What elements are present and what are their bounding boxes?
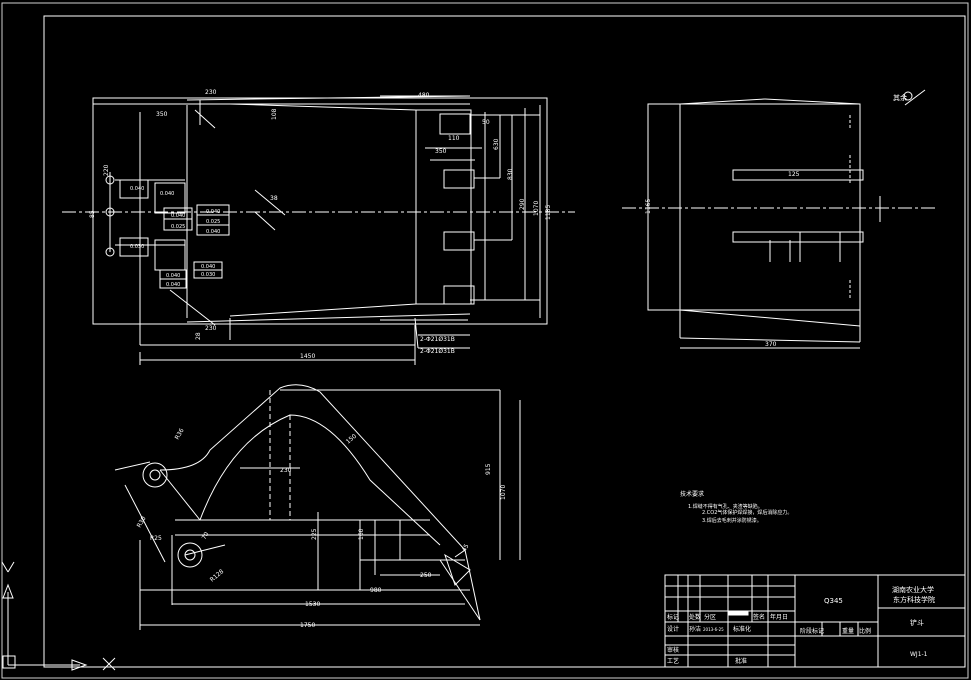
- tolerance-values: 0.040 0.025 0.040 0.040 0.025 0.040 0.03…: [130, 186, 220, 288]
- elevation-text: 1530 1750 980 250 230 915 1070 225 160 R…: [136, 427, 507, 629]
- dim-1750: 1750: [300, 622, 315, 629]
- side-view-text: 370 1165 125 其余: [645, 93, 907, 348]
- dim-1185: 1185: [545, 205, 552, 220]
- part-name: 铲斗: [910, 618, 924, 627]
- tol-value: 0.040: [201, 264, 215, 270]
- dim-480: 480: [418, 92, 430, 99]
- dim-R30: R30: [136, 515, 148, 529]
- dim-830: 830: [507, 168, 514, 180]
- dim-630: 630: [493, 138, 500, 150]
- tol-value: 0.040: [160, 191, 174, 197]
- note-hole-a: 2-Φ21Ø31B: [420, 336, 455, 343]
- dim-1450: 1450: [300, 353, 315, 360]
- roughness-note: 其余: [893, 93, 907, 102]
- designer-name: 孙洁: [689, 625, 701, 633]
- label-count: 处数: [689, 613, 701, 621]
- note-hole-b: 2-Φ21Ø31B: [420, 348, 455, 355]
- dim-1070: 1070: [533, 201, 540, 216]
- tol-value: 0.025: [206, 219, 220, 225]
- tech-note-item: 2.CO2气体保护焊焊接，焊后消除应力。: [702, 509, 792, 516]
- tech-note-item: 3.焊后去毛刺并涂防锈漆。: [702, 517, 762, 524]
- tol-value: 0.030: [201, 272, 215, 278]
- dim-160: 160: [358, 528, 365, 540]
- dim-50: 50: [482, 119, 490, 126]
- dim-1165: 1165: [645, 199, 652, 214]
- label-stage: 阶段标记: [800, 627, 824, 635]
- dim-915: 915: [485, 463, 492, 475]
- dim-110: 110: [448, 135, 460, 142]
- label-std: 标准化: [733, 625, 751, 633]
- design-date: 2013-6-25: [703, 627, 724, 632]
- dim-38: 38: [270, 195, 278, 202]
- material-label: Q345: [824, 597, 843, 605]
- dim-1530: 1530: [305, 601, 320, 608]
- ucs-axis-icon: [1, 561, 116, 671]
- label-zone: 分区: [704, 613, 716, 621]
- title-block-text: Q345 湖南农业大学 东方科技学院 铲斗 WJ1-1 标记 处数 分区 签名 …: [667, 585, 935, 665]
- dim-225: 225: [311, 528, 318, 540]
- label-process: 工艺: [667, 657, 679, 665]
- tol-value: 0.040: [130, 186, 144, 192]
- college-name: 东方科技学院: [893, 595, 935, 604]
- dim-230-top: 230: [205, 89, 217, 96]
- dim-108: 108: [271, 108, 278, 120]
- tol-value: 0.025: [171, 224, 185, 230]
- top-view: [62, 95, 575, 365]
- dim-370: 370: [765, 341, 777, 348]
- dim-28: 28: [195, 332, 202, 340]
- tol-value: 0.040: [171, 213, 185, 219]
- dim-R25: R25: [150, 535, 162, 542]
- tol-value: 0.040: [206, 209, 220, 215]
- dim-150: 150: [345, 433, 358, 446]
- label-review: 审核: [667, 646, 679, 654]
- tech-note-item: 1.焊缝不得有气孔、夹渣等缺陷。: [688, 503, 763, 510]
- dim-290: 290: [519, 198, 526, 210]
- university-name: 湖南农业大学: [892, 585, 934, 594]
- label-sign: 签名: [753, 613, 765, 621]
- label-weight: 重量: [842, 627, 854, 635]
- dim-1070: 1070: [500, 485, 507, 500]
- dim-350: 350: [156, 111, 168, 118]
- dim-70: 70: [201, 531, 211, 541]
- label-design: 设计: [667, 625, 679, 633]
- dim-R36: R36: [174, 427, 186, 441]
- elevation-view: [114, 384, 521, 630]
- side-view: [622, 89, 935, 349]
- label-approve: 批准: [735, 657, 747, 665]
- tol-value: 0.040: [206, 229, 220, 235]
- dim-250: 250: [420, 572, 432, 579]
- label-scale: 比例: [859, 627, 871, 635]
- tol-value: 0.040: [166, 273, 180, 279]
- title-block: [664, 574, 966, 668]
- dim-230-bottom: 230: [205, 325, 217, 332]
- drawing-number: WJ1-1: [910, 651, 928, 658]
- dim-85: 85: [89, 210, 96, 218]
- dim-230: 230: [280, 467, 292, 474]
- label-date: 年月日: [770, 613, 788, 621]
- border-frame: [43, 15, 966, 668]
- tech-notes-title: 技术要求: [680, 490, 704, 498]
- dim-350b: 350: [435, 148, 447, 155]
- dim-R128: R128: [209, 568, 226, 584]
- label-mark: 标记: [667, 613, 679, 621]
- tol-value: 0.040: [166, 282, 180, 288]
- dim-125: 125: [788, 171, 800, 178]
- top-view-text: 230 350 480 230 1450 830 630 290 1070 11…: [89, 89, 552, 360]
- dim-45: 45: [461, 543, 471, 553]
- tol-value: 0.030: [130, 244, 144, 250]
- tech-notes: 技术要求 1.焊缝不得有气孔、夹渣等缺陷。 2.CO2气体保护焊焊接，焊后消除应…: [680, 490, 792, 524]
- dim-980: 980: [370, 587, 382, 594]
- top-view-tolerance-frames: [159, 204, 230, 289]
- dim-220: 220: [103, 164, 110, 176]
